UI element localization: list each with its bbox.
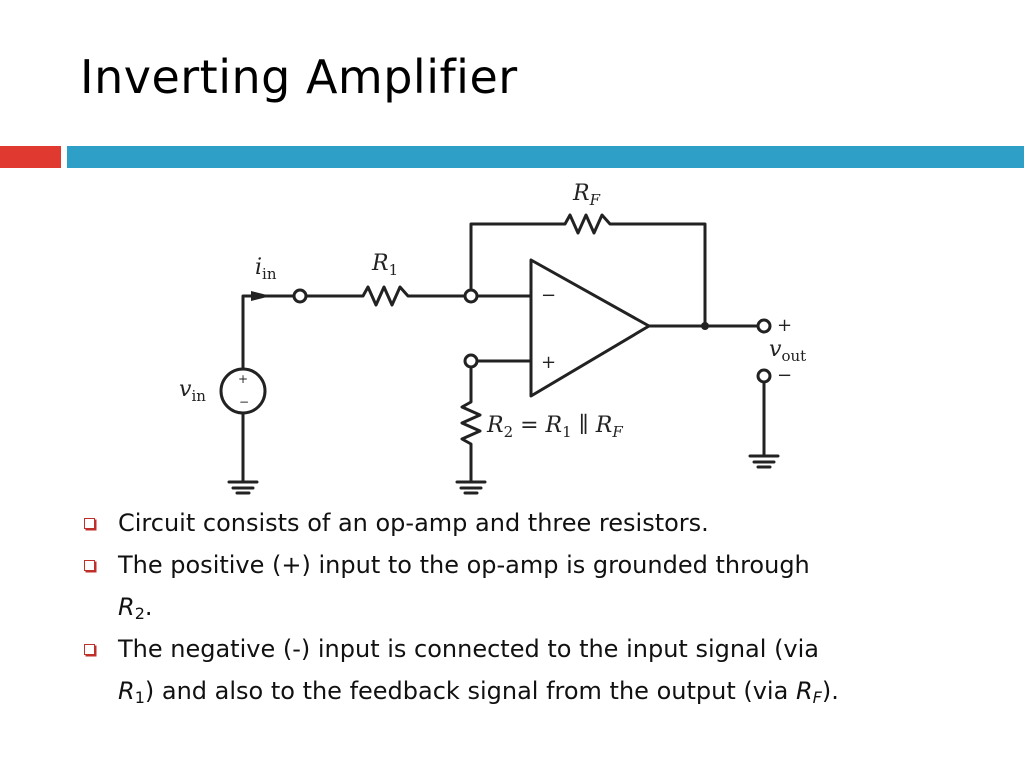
- svg-text:R1: R1: [371, 251, 398, 279]
- op-amp-triangle: [529, 258, 651, 398]
- svg-text:−: −: [239, 395, 249, 409]
- current-arrow: [251, 291, 271, 301]
- svg-text:iin: iin: [255, 255, 277, 283]
- ground-symbol-left: [227, 480, 259, 495]
- svg-text:RF: RF: [572, 181, 601, 209]
- accent-bar-blue: [67, 146, 1024, 168]
- resistor-r1: [304, 285, 467, 307]
- input-terminal: [292, 288, 308, 304]
- slide-title: Inverting Amplifier: [80, 50, 518, 104]
- node-noninverting: [463, 353, 479, 369]
- svg-text:−: −: [541, 285, 556, 306]
- bullet-list: Circuit consists of an op-amp and three …: [78, 502, 998, 712]
- square-bullet-icon: [84, 644, 95, 655]
- resistor-rf: [469, 213, 707, 328]
- inverting-amplifier-circuit-diagram: + − − + + − iin R1 RF vin vout R2 = R1 ∥…: [179, 181, 806, 495]
- node-inverting: [463, 288, 479, 304]
- svg-text:−: −: [777, 365, 792, 386]
- output-terminal-minus: [756, 368, 772, 384]
- svg-text:+: +: [777, 315, 792, 336]
- resistor-r2: [460, 365, 482, 484]
- output-node: [701, 322, 709, 330]
- output-terminal-plus: [756, 318, 772, 334]
- svg-text:R2 = R1 ∥ RF: R2 = R1 ∥ RF: [486, 413, 623, 441]
- bullet-item: The positive (+) input to the op-amp is …: [78, 544, 998, 628]
- square-bullet-icon: [84, 560, 95, 571]
- bullet-item: The negative (-) input is connected to t…: [78, 628, 998, 712]
- accent-bar-red: [0, 146, 61, 168]
- svg-text:+: +: [541, 352, 556, 373]
- svg-text:vout: vout: [769, 337, 806, 365]
- ground-symbol-right: [748, 454, 780, 469]
- svg-text:vin: vin: [179, 377, 206, 405]
- bullet-item: Circuit consists of an op-amp and three …: [78, 502, 998, 544]
- svg-text:+: +: [238, 372, 248, 386]
- square-bullet-icon: [84, 518, 95, 529]
- ground-symbol-middle: [455, 480, 487, 495]
